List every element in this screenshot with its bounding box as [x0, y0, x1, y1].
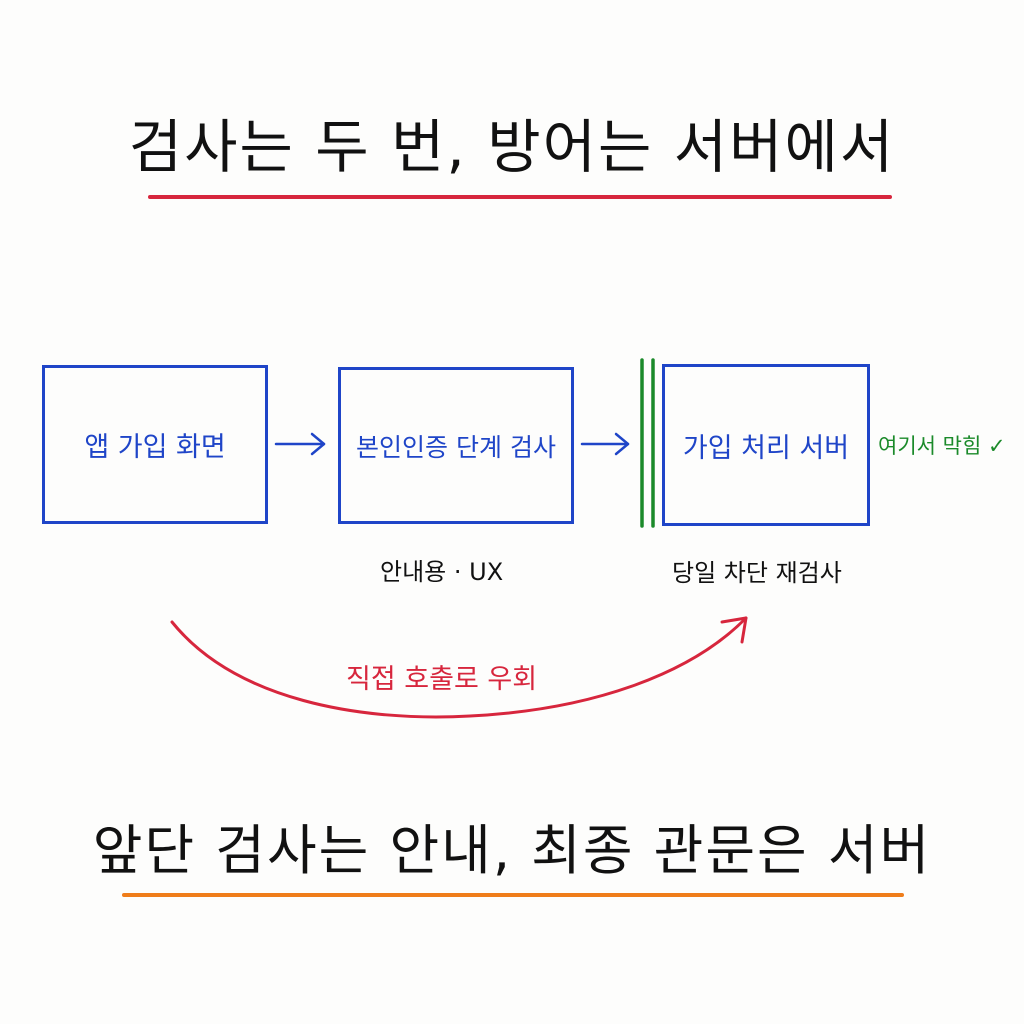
- signup-server-caption: 당일 차단 재검사: [672, 559, 842, 587]
- app-signup-box: 앱 가입 화면: [42, 365, 268, 524]
- bypass-label: 직접 호출로 우회: [346, 664, 538, 695]
- top-title-underline: [148, 195, 892, 199]
- identity-check-box: 본인인증 단계 검사: [338, 367, 574, 524]
- blocked-note: 여기서 막힘 ✓: [878, 434, 1006, 458]
- app-signup-label: 앱 가입 화면: [84, 432, 226, 463]
- bottom-title-underline: [122, 893, 904, 897]
- arrow-verify-to-server: [580, 432, 630, 456]
- bottom-title: 앞단 검사는 안내, 최종 관문은 서버: [92, 819, 932, 882]
- signup-server-box: 가입 처리 서버: [662, 364, 870, 526]
- identity-check-caption: 안내용 · UX: [380, 558, 504, 586]
- top-title: 검사는 두 번, 방어는 서버에서: [128, 113, 896, 181]
- arrow-app-to-verify: [274, 432, 326, 456]
- identity-check-label: 본인인증 단계 검사: [356, 432, 556, 462]
- server-gate: [640, 358, 655, 528]
- signup-server-label: 가입 처리 서버: [682, 432, 850, 464]
